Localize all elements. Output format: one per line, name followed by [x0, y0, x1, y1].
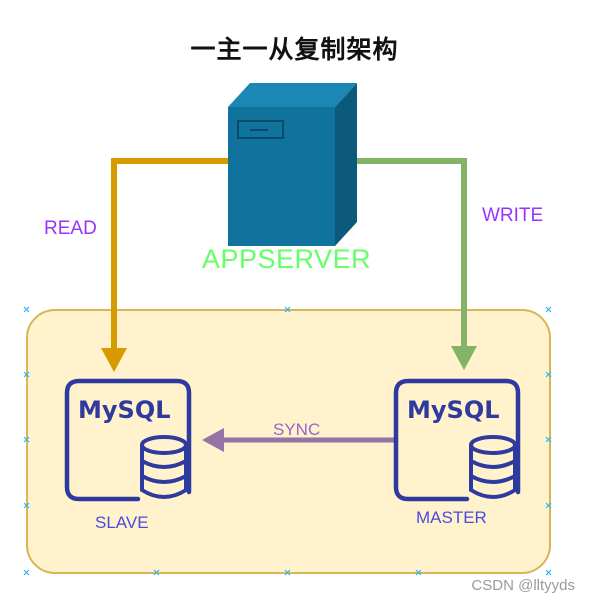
watermark: CSDN @lltyyds	[471, 577, 575, 594]
write-arrow	[357, 158, 477, 370]
master-mysql-text: MySQL	[407, 396, 500, 424]
slave-mysql-text: MySQL	[78, 396, 171, 424]
mysql-db-icon: MySQL	[393, 378, 521, 502]
sync-label: SYNC	[273, 420, 321, 439]
slave-label: SLAVE	[95, 513, 149, 532]
write-label: WRITE	[482, 205, 544, 226]
appserver-label: APPSERVER	[202, 244, 372, 274]
sync-arrow	[202, 428, 394, 452]
diagram-title: 一主一从复制架构	[190, 35, 399, 64]
selection-handles	[23, 306, 552, 576]
server-icon	[228, 83, 357, 246]
mysql-db-icon: MySQL	[64, 378, 192, 502]
read-arrow	[101, 158, 228, 372]
read-label: READ	[44, 218, 97, 239]
master-label: MASTER	[416, 508, 487, 527]
